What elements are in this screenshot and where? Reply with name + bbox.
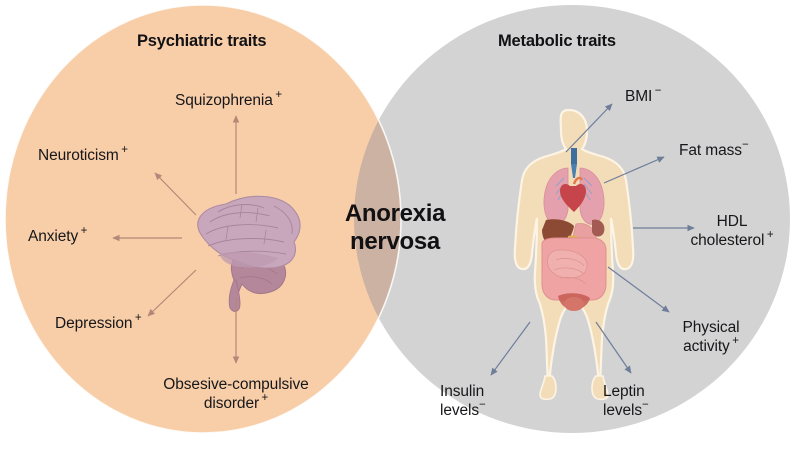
trait-label-anxiety: Anxiety+ bbox=[28, 224, 88, 247]
trait-text-line2: cholesterol bbox=[690, 231, 765, 249]
trait-sign: + bbox=[134, 311, 142, 324]
trait-label-obsesive-compulsive-disorder: Obsesive-compulsive disorder+ bbox=[136, 376, 336, 414]
trait-label-hdl-cholesterol: HDL cholesterol+ bbox=[672, 213, 792, 251]
trait-text: Anxiety bbox=[28, 228, 79, 245]
trait-text: Obsesive-compulsive bbox=[163, 376, 309, 393]
core-label-line2: nervosa bbox=[350, 228, 440, 256]
trait-sign: + bbox=[261, 391, 269, 404]
trait-text: Squizophrenia bbox=[175, 92, 273, 109]
arrow-to-bmi bbox=[565, 103, 613, 153]
arrow-to-leptin-levels bbox=[595, 321, 632, 374]
trait-label-neuroticism: Neuroticism+ bbox=[38, 143, 128, 166]
trait-label-leptin-levels: Leptin levels− bbox=[603, 383, 649, 421]
trait-sign: + bbox=[121, 143, 128, 156]
core-label-line1: Anorexia bbox=[344, 200, 446, 227]
arrow-to-neuroticism bbox=[154, 172, 197, 216]
trait-label-insulin-levels: Insulin levels− bbox=[440, 383, 486, 421]
trait-sign: + bbox=[275, 88, 282, 101]
arrow-to-physical-activity bbox=[607, 266, 670, 313]
trait-sign: + bbox=[766, 228, 774, 241]
trait-text-line2: levels bbox=[440, 401, 480, 419]
trait-text: Physical bbox=[682, 319, 740, 336]
trait-sign: − bbox=[479, 398, 486, 411]
trait-text: Fat mass bbox=[679, 142, 742, 159]
trait-text-line2: disorder bbox=[203, 394, 260, 412]
trait-text-line2: activity bbox=[683, 337, 730, 355]
trait-sign: + bbox=[732, 334, 739, 347]
trait-sign: + bbox=[80, 224, 88, 237]
trait-text: HDL bbox=[716, 213, 748, 230]
metabolic-traits-title: Metabolic traits bbox=[498, 32, 616, 50]
trait-text: Depression bbox=[55, 315, 133, 332]
trait-sign: − bbox=[642, 398, 649, 411]
trait-label-physical-activity: Physical activity+ bbox=[661, 319, 761, 357]
trait-label-bmi: BMI− bbox=[625, 84, 662, 107]
trait-text: BMI bbox=[625, 88, 653, 105]
psychiatric-traits-title: Psychiatric traits bbox=[137, 32, 267, 50]
trait-label-depression: Depression+ bbox=[55, 311, 142, 334]
arrow-to-depression bbox=[147, 269, 197, 317]
trait-label-fat-mass: Fat mass− bbox=[679, 138, 749, 161]
trait-sign: − bbox=[741, 138, 749, 151]
arrow-to-fat-mass bbox=[603, 156, 665, 184]
trait-text: Insulin bbox=[440, 383, 485, 400]
trait-label-squizophrenia: Squizophrenia+ bbox=[175, 88, 282, 111]
trait-text: Neuroticism bbox=[38, 147, 119, 164]
trait-text-line2: levels bbox=[603, 401, 643, 419]
core-label-anorexia-nervosa: Anorexia nervosa bbox=[330, 200, 460, 256]
arrow-to-insulin-levels bbox=[490, 321, 531, 376]
trait-text: Leptin bbox=[603, 383, 645, 400]
trait-sign: − bbox=[654, 84, 662, 97]
